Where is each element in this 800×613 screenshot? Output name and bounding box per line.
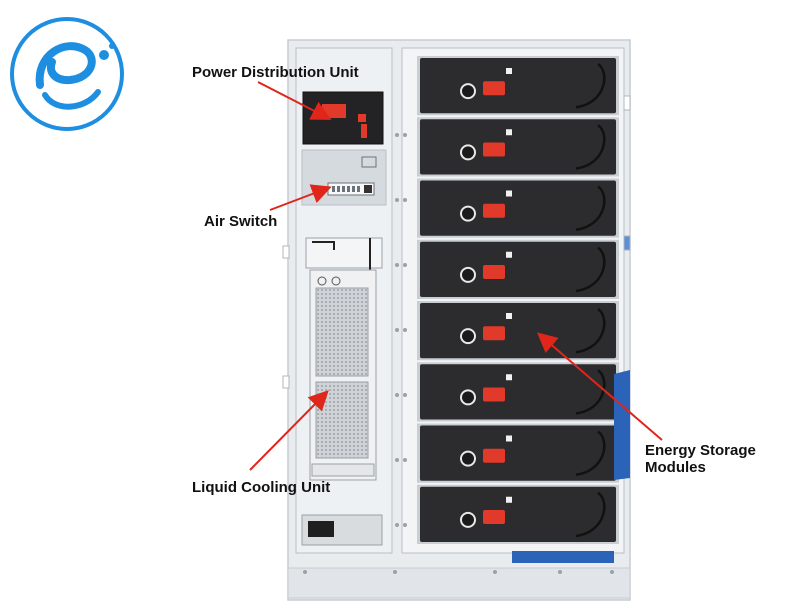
- energy-storage-module: [417, 484, 619, 544]
- air-switch-arrow: [269, 184, 332, 211]
- pdu-label: Power Distribution Unit: [192, 64, 359, 81]
- module-handle: [483, 81, 505, 96]
- e-circle-logo-icon: [10, 17, 124, 131]
- module-cable: [575, 185, 606, 231]
- module-handle: [483, 203, 505, 218]
- module-cable: [575, 307, 606, 354]
- module-handle: [483, 142, 505, 157]
- storage-arrow: [536, 332, 663, 441]
- energy-storage-module: [417, 56, 619, 116]
- module-knob-icon: [460, 328, 476, 345]
- module-knob-icon: [460, 83, 476, 100]
- air-switch: [327, 182, 375, 196]
- cooling-arrow: [249, 390, 329, 471]
- module-handle: [483, 387, 505, 402]
- module-cable: [575, 430, 606, 476]
- module-cable: [575, 491, 606, 538]
- module-handle: [483, 264, 505, 279]
- side-blue-panel: [512, 370, 630, 563]
- storage-label-line2: Modules: [645, 459, 706, 476]
- module-cable: [575, 369, 606, 415]
- energy-storage-modules: [417, 56, 619, 544]
- module-handle: [483, 326, 505, 341]
- module-knob-icon: [460, 266, 476, 283]
- module-knob-icon: [460, 511, 476, 528]
- module-handle: [483, 448, 505, 463]
- pdu-arrow: [257, 81, 332, 120]
- module-knob-icon: [460, 144, 476, 161]
- module-cable: [575, 62, 606, 109]
- module-handle: [483, 509, 505, 524]
- energy-storage-module: [417, 117, 619, 177]
- module-knob-icon: [460, 389, 476, 406]
- energy-storage-module: [417, 178, 619, 238]
- liquid-cooling-unit: [301, 237, 383, 546]
- storage-label-line1: Energy Storage: [645, 442, 756, 459]
- energy-storage-module: [417, 301, 619, 361]
- energy-storage-module: [417, 423, 619, 483]
- module-knob-icon: [460, 205, 476, 222]
- module-cable: [575, 124, 606, 170]
- air-switch-label: Air Switch: [204, 213, 278, 230]
- cooling-label: Liquid Cooling Unit: [192, 479, 331, 496]
- callout-arrows: [249, 81, 663, 471]
- module-knob-icon: [460, 450, 476, 467]
- module-cable: [575, 246, 606, 293]
- energy-storage-module: [417, 239, 619, 299]
- energy-storage-module: [417, 362, 619, 422]
